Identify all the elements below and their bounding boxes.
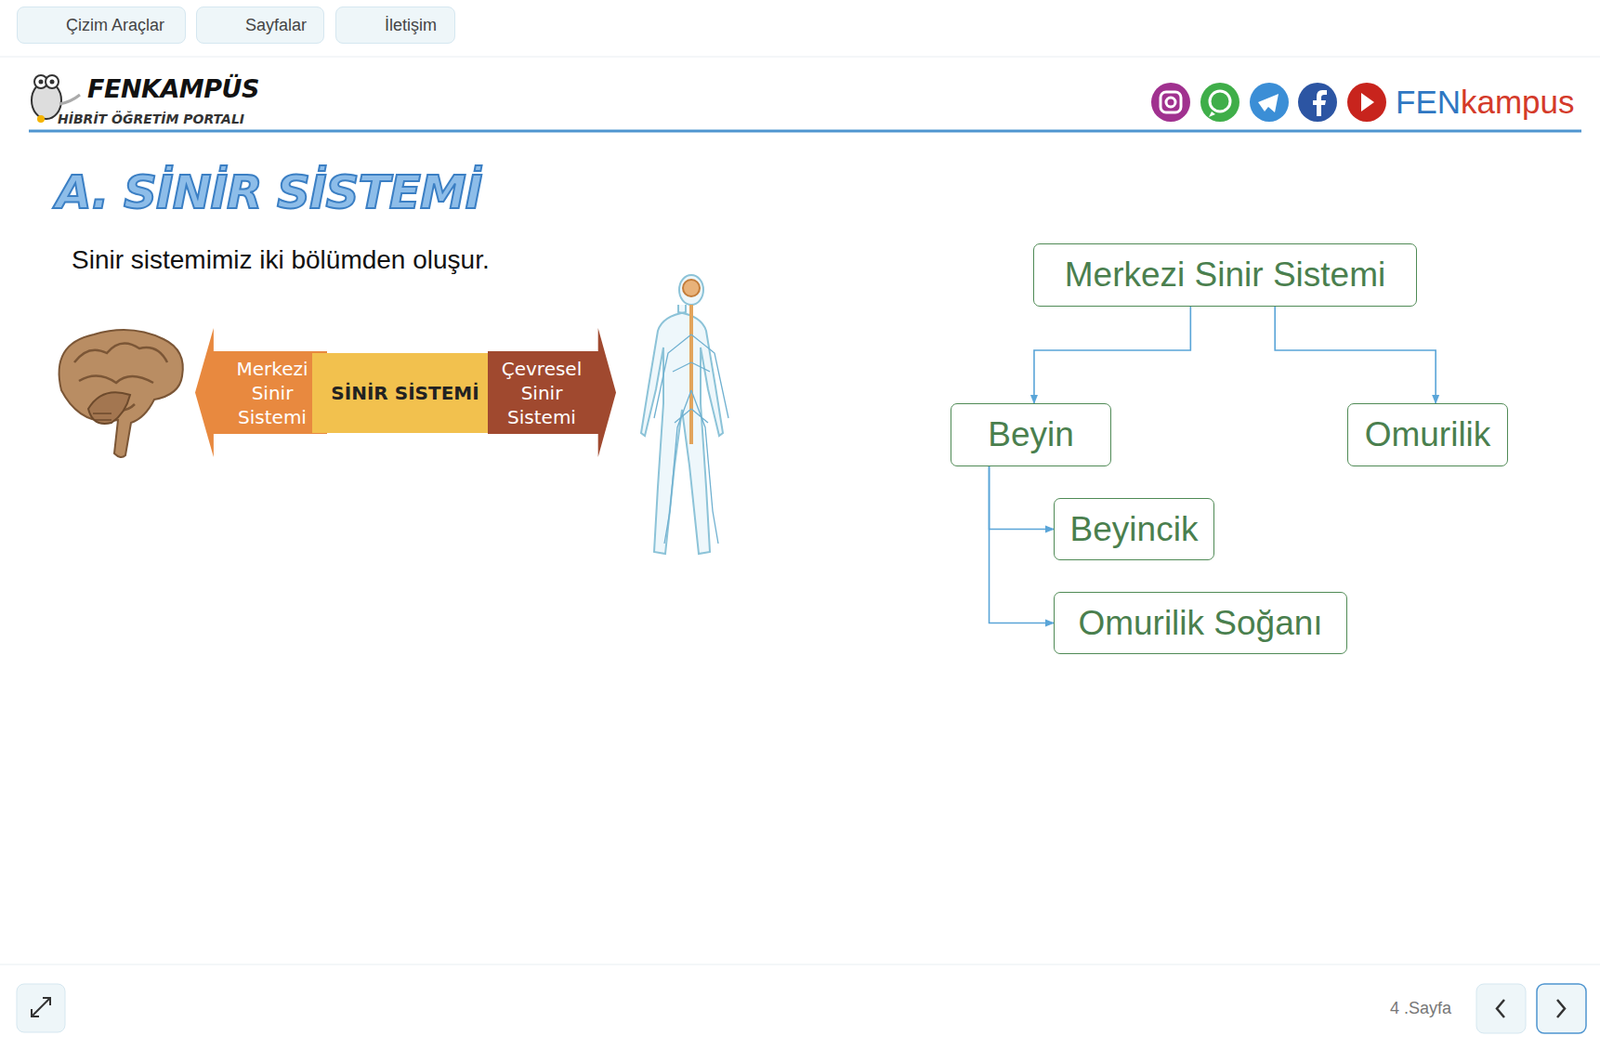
footer-divider — [0, 964, 1600, 966]
toolbar-button-label: Sayfalar — [245, 15, 307, 36]
toolbar-button-label: İletişim — [384, 15, 437, 36]
tree-connector — [1034, 306, 1191, 404]
band-center: SİNİR SİSTEMİ — [312, 353, 499, 433]
band-label: SİNİR SİSTEMİ — [330, 380, 479, 406]
tree-box: Merkezi Sinir Sistemi — [1033, 243, 1417, 307]
logo-subtitle: HİBRİT ÖĞRETİM PORTALI — [57, 111, 245, 127]
tree-label: Beyin — [987, 415, 1075, 455]
tree-label: Merkezi Sinir Sistemi — [1064, 255, 1386, 295]
tree-label: Omurilik Soğanı — [1077, 603, 1323, 643]
toolbar-button: Sayfalar — [196, 6, 325, 44]
intro-text: Sinir sistemimiz iki bölümden oluşur. — [71, 245, 490, 276]
toolbar-divider — [0, 56, 1600, 58]
social-icons — [1151, 82, 1387, 122]
brain-illustration — [59, 329, 184, 458]
band-arrow-left: Merkezi Sinir Sistemi — [195, 327, 328, 458]
section-title: A. SİNİR SİSTEMİ — [55, 165, 482, 220]
human-nervous-system-figure — [641, 275, 729, 554]
tree-connector — [989, 466, 1054, 530]
toolbar-button-label: Çizim Araçlar — [65, 15, 165, 36]
footer-buttons — [16, 983, 1587, 1034]
tree-label: Omurilik — [1364, 415, 1492, 455]
band-arrow-right: Çevresel Sinir Sistemi — [487, 327, 617, 458]
tree-box: Beyin — [950, 403, 1112, 467]
logo-title: FENKAMPÜS — [87, 74, 260, 104]
toolbar-button: İletişim — [335, 6, 456, 44]
tree-box: Omurilik Soğanı — [1053, 591, 1348, 655]
tree-connector — [989, 466, 1054, 624]
brand-part: kampus — [1460, 83, 1575, 120]
tree-box: Omurilik — [1347, 403, 1509, 467]
band-label: Çevresel Sinir Sistemi — [495, 356, 589, 430]
brand-part: FEN — [1395, 83, 1461, 120]
tree-box: Beyincik — [1053, 498, 1215, 561]
band-label: Merkezi Sinir Sistemi — [222, 356, 322, 430]
header-rule — [28, 130, 1582, 133]
brand-name: FENkampus — [1395, 83, 1575, 121]
page-number: 4 .Sayfa — [1390, 998, 1452, 1019]
tree-connector — [1274, 306, 1436, 404]
toolbar-button: Çizim Araçlar — [16, 6, 186, 44]
tree-label: Beyincik — [1070, 510, 1199, 550]
